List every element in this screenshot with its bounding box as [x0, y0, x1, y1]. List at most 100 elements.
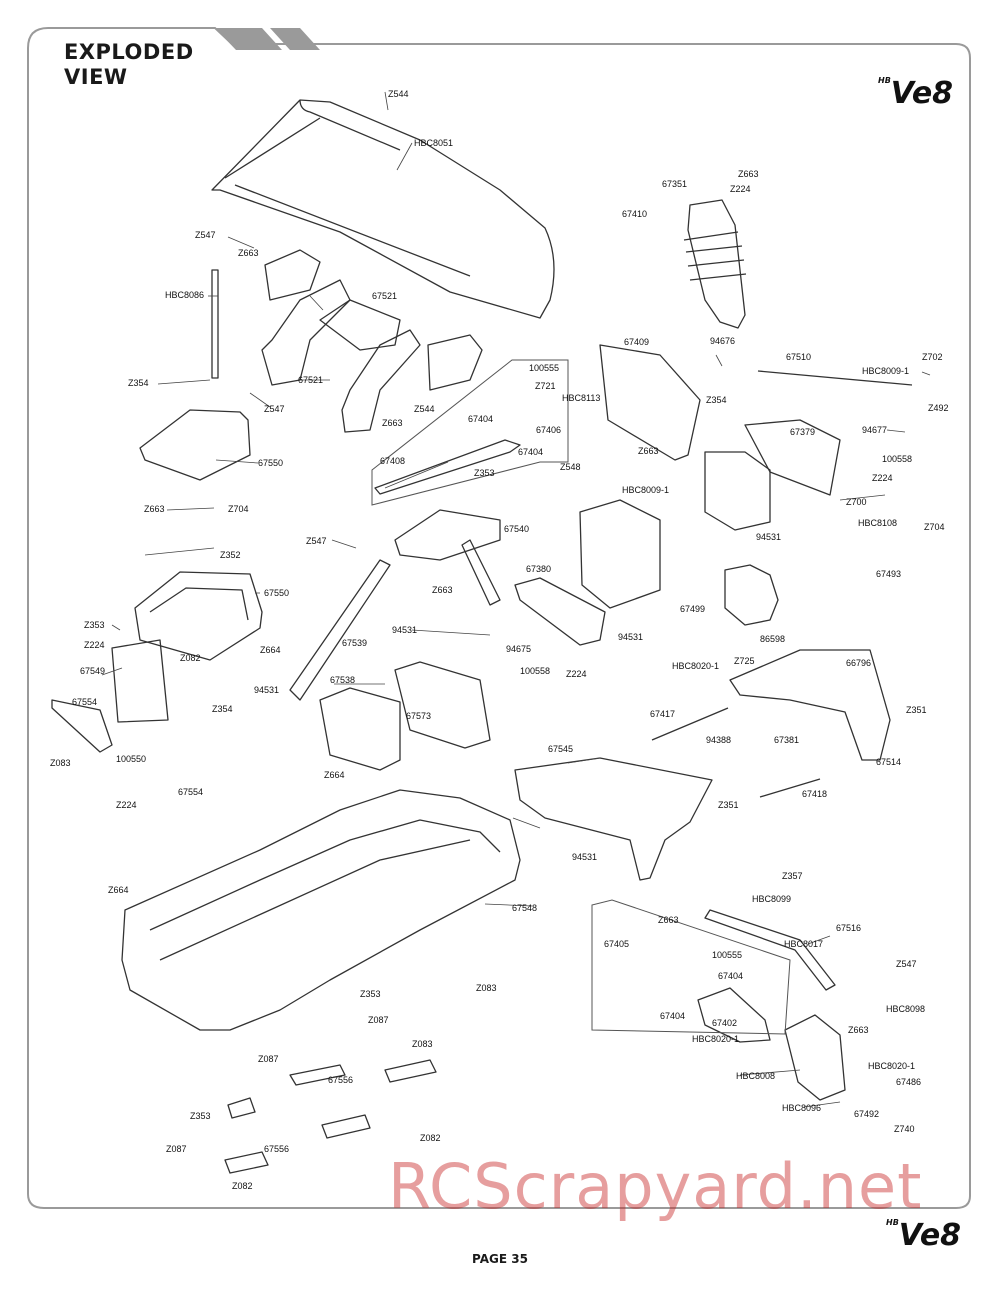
part-label: HBC8086 [165, 290, 204, 300]
part-label: 67410 [622, 209, 647, 219]
receiver-box [134, 571, 263, 661]
part-label: 94676 [710, 336, 735, 346]
part-label: 67402 [712, 1018, 737, 1028]
wing-mount-right [341, 329, 421, 433]
turnbuckle [704, 909, 836, 991]
part-label: Z663 [638, 446, 659, 456]
main-chassis [121, 789, 521, 1031]
battery-holder-right [394, 661, 491, 749]
part-label: 67381 [774, 735, 799, 745]
title-line-1: EXPLODED [64, 40, 194, 64]
battery-strap-2 [384, 1059, 437, 1083]
part-label: Z663 [238, 248, 259, 258]
hinge-pin-67417 [651, 707, 729, 741]
brand-big: Ve8 [898, 1218, 962, 1253]
part-label: 67521 [298, 375, 323, 385]
part-label: 67351 [662, 179, 687, 189]
part-label: 100550 [116, 754, 146, 764]
battery-strap-5 [227, 1097, 256, 1119]
part-label: 67516 [836, 923, 861, 933]
part-label: Z357 [782, 871, 803, 881]
part-label: Z740 [894, 1124, 915, 1134]
battery-strap-4 [224, 1151, 269, 1174]
part-label: 67409 [624, 337, 649, 347]
diff-gear [724, 564, 779, 626]
callout-steering [371, 359, 569, 506]
body-post [211, 269, 219, 379]
part-label: Z664 [260, 645, 281, 655]
part-label: Z544 [388, 89, 409, 99]
receiver-box-cover [139, 409, 251, 481]
section-title: EXPLODED VIEW [64, 40, 194, 90]
rear-steering-plate [514, 577, 606, 646]
chassis-plate [514, 757, 713, 881]
part-label: Z352 [220, 550, 241, 560]
part-label: Z725 [734, 656, 755, 666]
part-label: Z663 [658, 915, 679, 925]
part-label: HBC8009-1 [862, 366, 909, 376]
part-label: 100555 [529, 363, 559, 373]
part-label: Z083 [476, 983, 497, 993]
part-label: 67408 [380, 456, 405, 466]
part-label: Z663 [848, 1025, 869, 1035]
part-label: 67492 [854, 1109, 879, 1119]
part-label: HBC8008 [736, 1071, 775, 1081]
hinge-pin-67510 [757, 370, 913, 386]
part-label: 67539 [342, 638, 367, 648]
battery-holder-left [319, 687, 401, 771]
brand-logo-top: HBVe8 [878, 76, 953, 111]
part-label: Z702 [922, 352, 943, 362]
part-label: 67556 [328, 1075, 353, 1085]
part-label: HBC8108 [858, 518, 897, 528]
shock-absorber [687, 199, 746, 329]
part-label: Z353 [360, 989, 381, 999]
part-label: Z704 [228, 504, 249, 514]
part-label: 94531 [572, 852, 597, 862]
part-label: Z224 [84, 640, 105, 650]
part-label: 67418 [802, 789, 827, 799]
part-label: Z704 [924, 522, 945, 532]
part-label: HBC8017 [784, 939, 823, 949]
leader-lines [101, 91, 931, 1108]
part-label: HBC8020-1 [692, 1034, 739, 1044]
part-label: HBC8051 [414, 138, 453, 148]
part-label: Z664 [324, 770, 345, 780]
part-label: Z224 [566, 669, 587, 679]
part-label: 67379 [790, 427, 815, 437]
battery-strap-3 [321, 1114, 371, 1139]
part-label: 67404 [468, 414, 493, 424]
part-label: 67510 [786, 352, 811, 362]
part-label: Z547 [896, 959, 917, 969]
front-hub [744, 419, 841, 496]
part-label: 100558 [520, 666, 550, 676]
part-label: HBC8020-1 [868, 1061, 915, 1071]
part-label: 94531 [756, 532, 781, 542]
part-label: HBC8020-1 [672, 661, 719, 671]
part-label: 67554 [72, 697, 97, 707]
center-bulkhead [704, 451, 771, 531]
part-label: Z351 [718, 800, 739, 810]
part-label: 100558 [882, 454, 912, 464]
part-label: 67548 [512, 903, 537, 913]
part-label: Z354 [212, 704, 233, 714]
callout-knuckle [591, 899, 791, 1035]
side-plate [111, 639, 169, 723]
rear-wing [211, 99, 555, 319]
parts [51, 99, 913, 1174]
part-label: 67514 [876, 757, 901, 767]
watermark: RCScrapyard.net [388, 1150, 923, 1223]
part-label: 67554 [178, 787, 203, 797]
page-number: PAGE 35 [472, 1252, 528, 1266]
part-label: 67545 [548, 744, 573, 754]
part-label: 67404 [518, 447, 543, 457]
part-label: 94677 [862, 425, 887, 435]
part-label: Z224 [116, 800, 137, 810]
part-label: Z548 [560, 462, 581, 472]
rear-hub-carrier [697, 987, 771, 1043]
part-label: 67417 [650, 709, 675, 719]
part-label: Z087 [166, 1144, 187, 1154]
part-label: Z492 [928, 403, 949, 413]
part-label: 67405 [604, 939, 629, 949]
part-label: Z547 [195, 230, 216, 240]
bumper-bracket [51, 699, 113, 753]
